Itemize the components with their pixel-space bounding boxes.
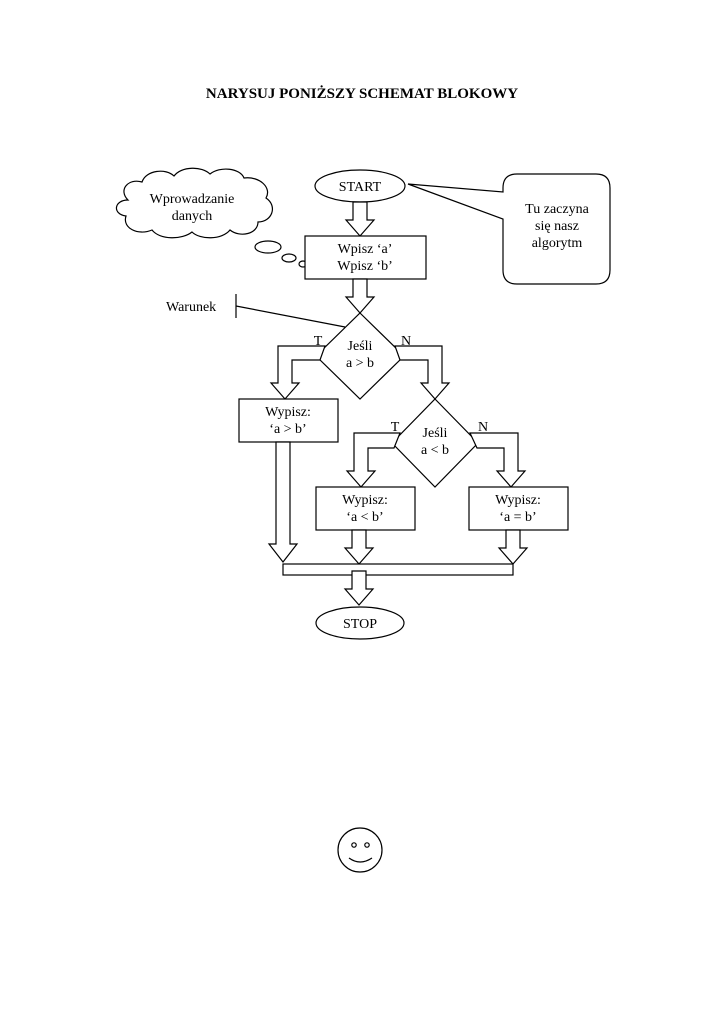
arrow-true-1 [269,345,326,400]
cloud-text-line: Wprowadzanie [150,192,235,207]
output-block-3: Wypisz: ‘a = b’ [468,486,569,531]
cloud-bubble [254,240,282,254]
decision-1: Jeśli a > b T N [314,312,411,400]
decision-2-line: Jeśli [423,426,448,441]
branch-false-label: N [401,334,411,349]
arrow-down [498,529,528,565]
input-line: Wpisz ‘a’ [338,242,393,257]
output-block-1: Wypisz: ‘a > b’ [238,398,339,443]
output-block-2: Wypisz: ‘a < b’ [315,486,416,531]
page-title: NARYSUJ PONIŻSZY SCHEMAT BLOKOWY [205,86,519,102]
branch-false-label: N [478,420,488,435]
callout-text-line: algorytm [532,236,583,251]
output-1-line: ‘a > b’ [269,422,306,437]
arrow-down [344,570,374,606]
input-block: Wpisz ‘a’ Wpisz ‘b’ [304,235,427,280]
decision-2: Jeśli a < b T N [391,398,488,488]
output-2-line: ‘a < b’ [346,510,383,525]
arrow-down [345,201,375,237]
start-terminal: START [314,169,406,203]
cloud-text-line: danych [172,209,212,224]
smiley-face-icon [337,827,383,873]
condition-label: Warunek [166,300,216,315]
callout-text-line: się nasz [535,219,579,234]
decision-1-line: a > b [346,356,374,371]
output-3-line: Wypisz: [495,493,541,508]
output-1-line: Wypisz: [265,405,311,420]
decision-2-line: a < b [421,443,449,458]
arrow-down-long [267,441,299,563]
branch-true-label: T [314,334,323,349]
output-2-line: Wypisz: [342,493,388,508]
output-3-line: ‘a = b’ [499,510,536,525]
stop-label: STOP [343,617,377,632]
callout-note: Tu zaczyna się nasz algorytm [407,173,611,285]
arrow-false-1 [394,345,451,400]
callout-text-line: Tu zaczyna [525,202,589,217]
start-label: START [339,180,382,195]
condition-annotation: Warunek [166,294,346,328]
cloud-bubble [281,253,297,263]
branch-true-label: T [391,420,400,435]
arrow-false-2 [469,432,527,488]
decision-1-line: Jeśli [348,339,373,354]
merge-bar [282,563,514,576]
cloud-note: Wprowadzanie danych [115,167,308,268]
arrow-true-2 [345,432,401,488]
arrow-down [344,529,374,565]
arrow-down [345,278,375,314]
input-line: Wpisz ‘b’ [337,259,393,274]
stop-terminal: STOP [315,606,405,640]
